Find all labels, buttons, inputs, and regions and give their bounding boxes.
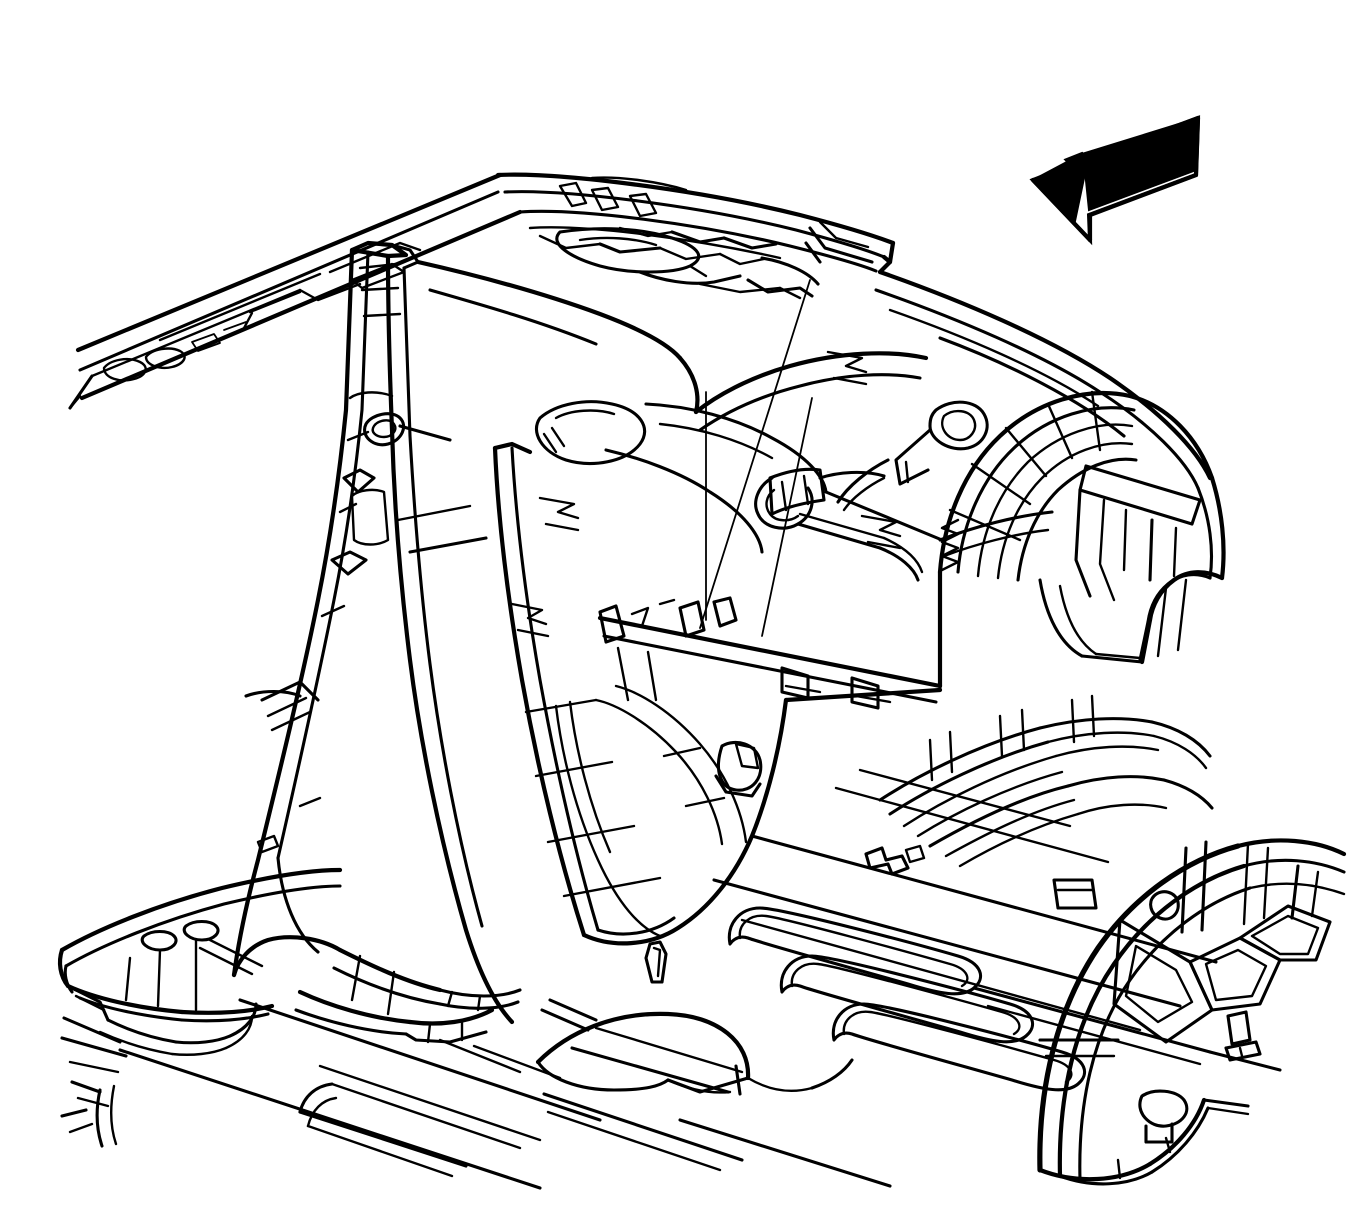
roof-header-panel (495, 172, 896, 300)
rear-wheelhouse-inner (1037, 838, 1347, 1186)
vehicle-front-direction-arrow (1029, 115, 1201, 246)
locating-pin (644, 940, 668, 984)
rear-wheelhouse-outer (754, 269, 1226, 692)
rear-floor-pan (712, 694, 1218, 1092)
quarter-inner-panel (415, 259, 944, 946)
floor-pan-tunnel (118, 998, 892, 1190)
center-pillar (231, 240, 522, 1044)
floor-dome-reinforcement (438, 998, 854, 1096)
